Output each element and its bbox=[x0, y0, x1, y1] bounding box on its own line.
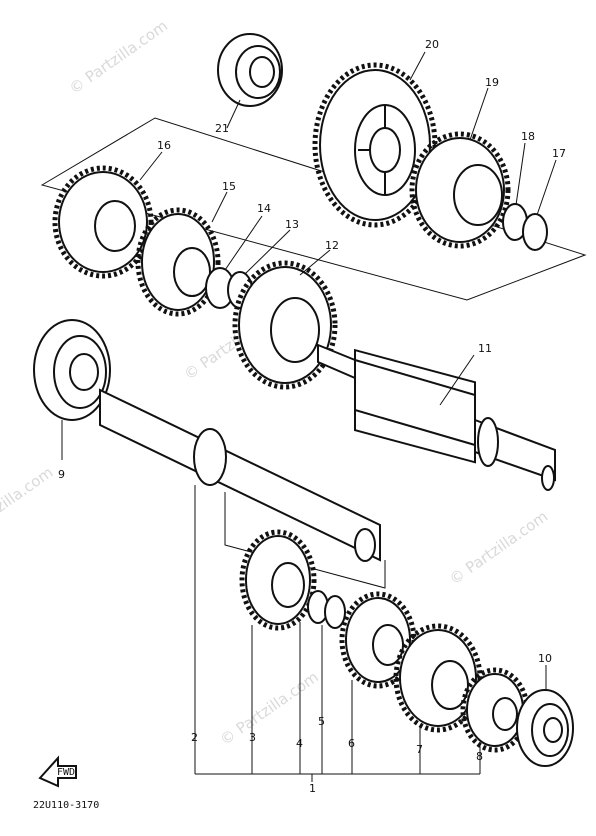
circlip-17 bbox=[522, 213, 548, 251]
callout-1: 1 bbox=[309, 782, 316, 795]
main-axle bbox=[99, 388, 381, 562]
watermark-2: © Partzilla.com bbox=[66, 17, 171, 98]
callout-2: 2 bbox=[191, 731, 198, 744]
callout-18: 18 bbox=[521, 130, 535, 143]
diagram-code: 22U110-3170 bbox=[33, 800, 99, 811]
gear-20 bbox=[312, 62, 438, 228]
drive-axle-11 bbox=[317, 343, 556, 491]
bearing-21 bbox=[217, 33, 283, 107]
gear-15 bbox=[135, 207, 221, 317]
watermark-3: © Partzilla.com bbox=[0, 463, 56, 544]
callout-13: 13 bbox=[285, 218, 299, 231]
callout-10: 10 bbox=[538, 652, 552, 665]
callout-12: 12 bbox=[325, 239, 339, 252]
callout-11: 11 bbox=[478, 342, 492, 355]
callout-20: 20 bbox=[425, 38, 439, 51]
gear-7 bbox=[393, 623, 483, 733]
fwd-arrow-icon: FWD bbox=[38, 755, 77, 788]
callout-15: 15 bbox=[222, 180, 236, 193]
callout-4: 4 bbox=[296, 737, 303, 750]
gear-16 bbox=[52, 165, 154, 279]
gear-3 bbox=[239, 529, 317, 631]
callout-7: 7 bbox=[416, 743, 423, 756]
fwd-label: FWD bbox=[57, 767, 75, 778]
bearing-10 bbox=[516, 689, 574, 767]
group-bracket-outline bbox=[40, 117, 587, 301]
callout-5: 5 bbox=[318, 715, 325, 728]
callout-16: 16 bbox=[157, 139, 171, 152]
callout-21: 21 bbox=[215, 122, 229, 135]
gear-19 bbox=[409, 131, 511, 249]
watermark-6: © Partzilla.com bbox=[446, 507, 551, 588]
circlip-5 bbox=[324, 595, 346, 629]
leader-lines bbox=[61, 51, 557, 782]
callout-3: 3 bbox=[249, 731, 256, 744]
gear-8 bbox=[460, 667, 530, 753]
callout-19: 19 bbox=[485, 76, 499, 89]
callout-9: 9 bbox=[58, 468, 65, 481]
callout-17: 17 bbox=[552, 147, 566, 160]
callout-8: 8 bbox=[476, 750, 483, 763]
callout-6: 6 bbox=[348, 737, 355, 750]
callout-14: 14 bbox=[257, 202, 271, 215]
callout-labels: 1 2 3 4 5 6 7 8 9 10 11 12 13 14 15 16 1… bbox=[58, 38, 566, 795]
gear-12 bbox=[232, 260, 338, 390]
watermark-5: © Partzilla.com bbox=[217, 668, 322, 749]
bearing-9 bbox=[33, 319, 111, 421]
